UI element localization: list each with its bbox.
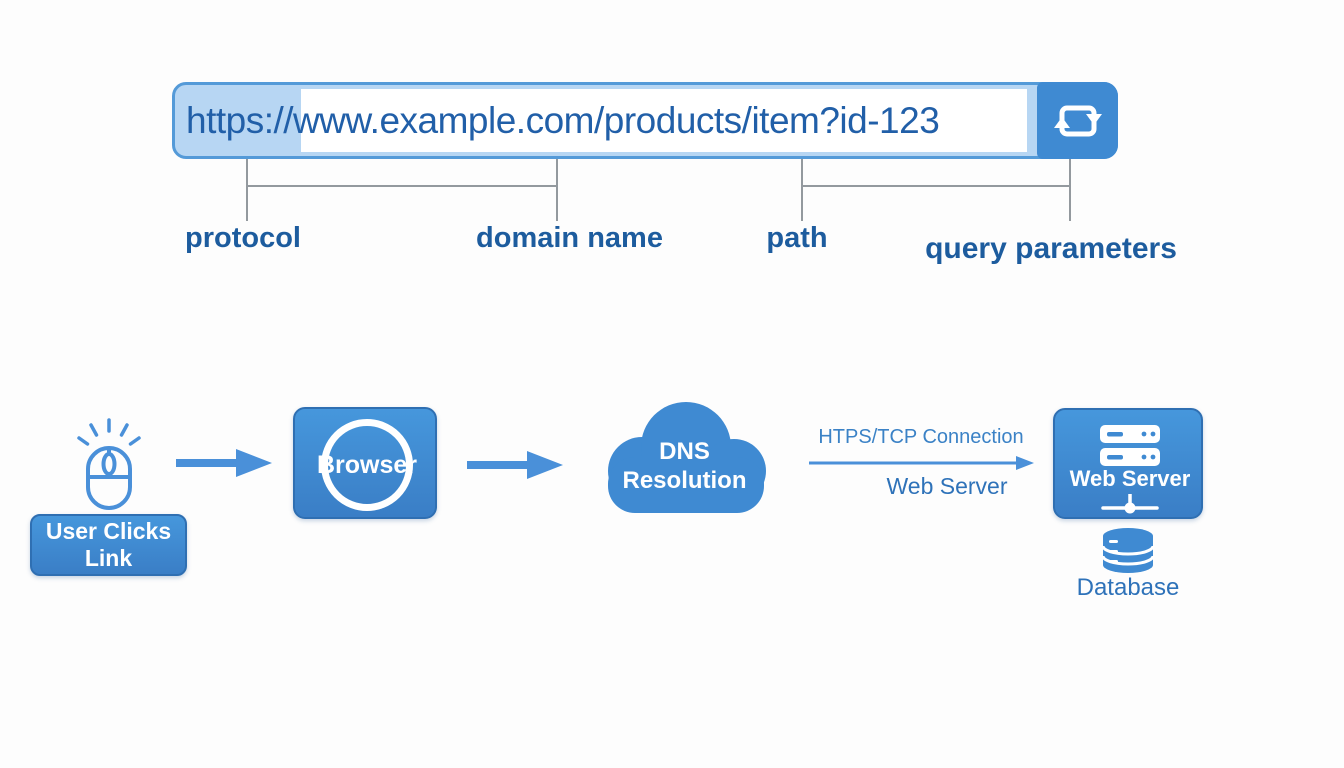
arrow-user-to-browser bbox=[176, 449, 272, 477]
arrow-dns-to-webserver bbox=[809, 456, 1034, 470]
connection-label-below: Web Server bbox=[886, 473, 1008, 499]
connector-line-query bbox=[1069, 159, 1071, 221]
refresh-button[interactable] bbox=[1037, 82, 1118, 159]
label-query-parameters: query parameters bbox=[925, 232, 1177, 265]
connector-line-protocol-domain bbox=[246, 185, 558, 187]
browser-circle-icon bbox=[321, 419, 413, 511]
database-cylinder-icon bbox=[1101, 528, 1155, 573]
connector-line-path bbox=[801, 159, 803, 221]
connector-line-path-query bbox=[801, 185, 1071, 187]
mouse-click-icon bbox=[77, 418, 141, 510]
url-highlight-box bbox=[301, 89, 1027, 152]
arrow-browser-to-dns bbox=[467, 451, 563, 479]
user-clicks-link-node: User Clicks Link bbox=[30, 514, 187, 576]
web-server-node: Web Server bbox=[1053, 408, 1203, 519]
repeat-icon bbox=[1053, 105, 1102, 136]
dns-resolution-label: DNS Resolution bbox=[588, 437, 781, 495]
browser-node: Browser bbox=[293, 407, 437, 519]
label-domain-name: domain name bbox=[476, 222, 663, 254]
label-protocol: protocol bbox=[185, 222, 301, 254]
server-stack-icon bbox=[1100, 425, 1160, 466]
dns-line1: DNS bbox=[659, 438, 710, 465]
connector-line-domain bbox=[556, 159, 558, 221]
connector-line-protocol bbox=[246, 159, 248, 221]
url-text[interactable]: https://www.example.com/products/item?id… bbox=[186, 100, 940, 141]
connection-label-above: HTPS/TCP Connection bbox=[818, 426, 1024, 448]
database-label: Database bbox=[1076, 574, 1180, 601]
user-clicks-link-label: User Clicks Link bbox=[45, 518, 172, 571]
web-server-label: Web Server bbox=[1069, 466, 1191, 491]
network-connector-icon bbox=[1101, 494, 1159, 514]
cloud-icon bbox=[608, 402, 766, 513]
browser-label: Browser bbox=[316, 451, 418, 479]
dns-line2: Resolution bbox=[622, 467, 747, 494]
label-path: path bbox=[766, 222, 828, 254]
